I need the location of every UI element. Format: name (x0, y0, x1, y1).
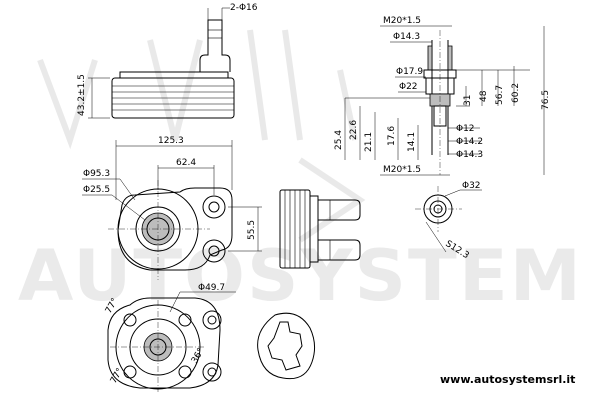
dim-48-label: 48 (479, 90, 489, 102)
diameter-22-label: Φ22 (399, 82, 418, 92)
seal-view (257, 312, 316, 380)
width-label: 125.3 (158, 136, 184, 146)
front-view: 125.3 62.4 Φ95.3 Φ25.5 55.5 (82, 136, 262, 280)
thread-bottom-label: M20*1.5 (383, 165, 421, 175)
dim-22-6-label: 22.6 (349, 120, 359, 140)
dim-25-4-label: 25.4 (334, 130, 344, 150)
diameter-12-label: Φ12 (456, 124, 475, 134)
end-diameter-label: Φ32 (462, 181, 481, 191)
diameter-14-2-label: Φ14.2 (456, 137, 483, 147)
thread-top-label: M20*1.5 (383, 16, 421, 26)
plan-view (279, 189, 361, 269)
diameter-17-9-label: Φ17.9 (396, 67, 423, 77)
dim-56-7-label: 56.7 (495, 85, 505, 105)
height-label: 43.2±1.5 (77, 74, 87, 116)
section-view: M20*1.5 Φ14.3 Φ17.9 Φ22 Φ12 Φ14.2 Φ14.3 … (334, 16, 551, 176)
dim-14-1-label: 14.1 (407, 132, 417, 152)
bottom-diameter-label: Φ49.7 (198, 283, 225, 293)
diameter-14-3-bottom-label: Φ14.3 (456, 150, 483, 160)
spacing-label: 62.4 (176, 158, 196, 168)
inner-diameter-label: Φ25.5 (83, 185, 110, 195)
vertical-spacing-label: 55.5 (247, 220, 257, 240)
dim-76-5-label: 76.5 (541, 90, 551, 110)
dim-31-label: 31 (463, 95, 473, 106)
dim-21-1-label: 21.1 (364, 132, 374, 152)
website-url: www.autosystemsrl.it (440, 373, 575, 386)
angle-b-label: 36° (190, 347, 207, 366)
pipe-diameter-label: 2-Φ16 (230, 3, 258, 13)
side-view: 2-Φ16 43.2±1.5 (77, 3, 258, 119)
dim-60-2-label: 60.2 (511, 83, 521, 103)
diameter-14-3-top-label: Φ14.3 (393, 32, 420, 42)
outer-diameter-label: Φ95.3 (83, 169, 110, 179)
dim-17-6-label: 17.6 (387, 126, 397, 146)
watermark-logo (37, 29, 366, 243)
watermark-text: AUTOSYSTEM (18, 235, 583, 317)
